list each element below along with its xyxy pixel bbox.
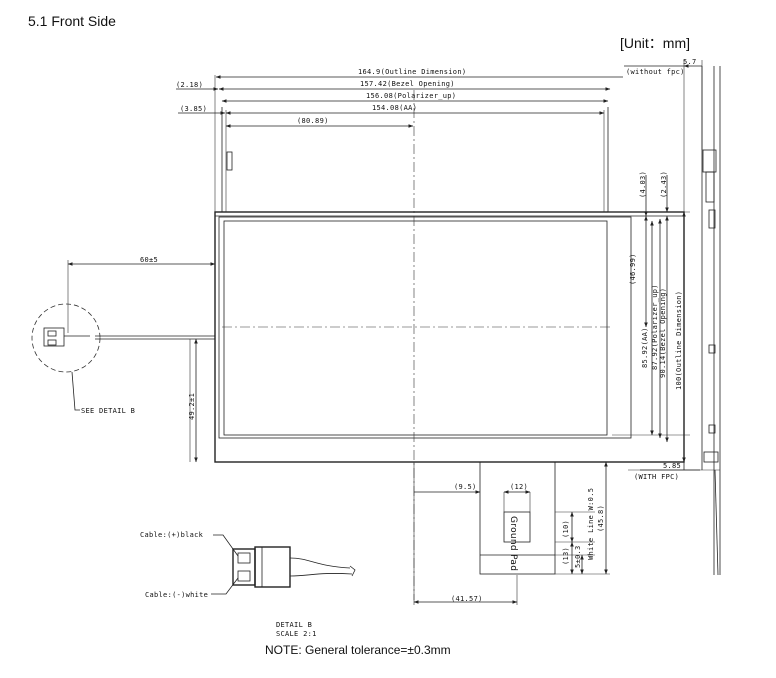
cable [67,260,216,463]
dim-offset-2-18: (2.18) [176,81,203,89]
dim-offset-2-43: (2.43) [660,171,668,198]
panel-body [214,107,685,463]
general-tolerance-note: NOTE: General tolerance=±0.3mm [265,643,451,657]
detail-b-connector [211,534,356,595]
dim-white-line: White Line W:0.5 [587,488,595,560]
center-lines [222,90,612,600]
fpc-tail [413,461,556,605]
dim-bezel-height: 90.14(Bezel Opening) [659,288,667,378]
dim-offset-4-03: (4.03) [639,171,647,198]
dim-offset-12: (12) [510,483,528,491]
dim-aa-width: 154.08(AA) [372,104,417,112]
detail-b-label: DETAIL B [276,621,312,629]
dim-with-fpc-label: (WITH FPC) [634,473,679,481]
dim-cable-height: 49.2±1 [188,393,196,420]
dim-offset-9-5: (9.5) [454,483,477,491]
see-detail-b-label: SEE DETAIL B [81,407,135,415]
dim-offset-10: (10) [562,520,570,538]
dim-aa-height: 85.92(AA) [641,327,649,368]
dim-tol-5: 5±0.3 [574,545,582,568]
right-dimensions [608,175,690,463]
unit-label: [Unit：mm] [620,35,690,51]
dim-polarizer-height: 87.92(Polarizer_up) [651,284,659,370]
dim-offset-13: (13) [562,547,570,565]
dim-outline-width: 164.9(Outline Dimension) [358,68,466,76]
section-title: 5.1 Front Side [28,13,116,29]
dim-offset-45-8: (45.8) [597,505,605,532]
dim-cable-length: 60±5 [140,256,158,264]
dim-without-fpc-value: 5.7 [683,58,697,66]
fpc-dimensions [413,461,610,604]
dim-bezel-width: 157.42(Bezel Opening) [360,80,455,88]
top-dimensions [176,60,685,212]
with-fpc-dim [628,462,720,471]
dim-offset-3-85: (3.85) [180,105,207,113]
cable-white-label: Cable:(-)white [145,591,208,599]
ground-pad-label: Ground Pad [508,516,518,571]
detail-b-circle [31,303,101,411]
dim-with-fpc-value: 5.85 [663,462,681,470]
dim-polarizer-width: 156.08(Polarizer_up) [366,92,456,100]
dim-offset-80-89: (80.89) [297,117,329,125]
dim-offset-41-57: (41.57) [451,595,483,603]
detail-scale-label: SCALE 2:1 [276,630,317,638]
dim-offset-46-99: (46.99) [629,253,637,285]
dim-without-fpc-label: (without fpc) [626,68,685,76]
dim-outline-height: 100(Outline Dimension) [675,291,683,390]
side-view [701,66,721,576]
cable-black-label: Cable:(+)black [140,531,204,539]
